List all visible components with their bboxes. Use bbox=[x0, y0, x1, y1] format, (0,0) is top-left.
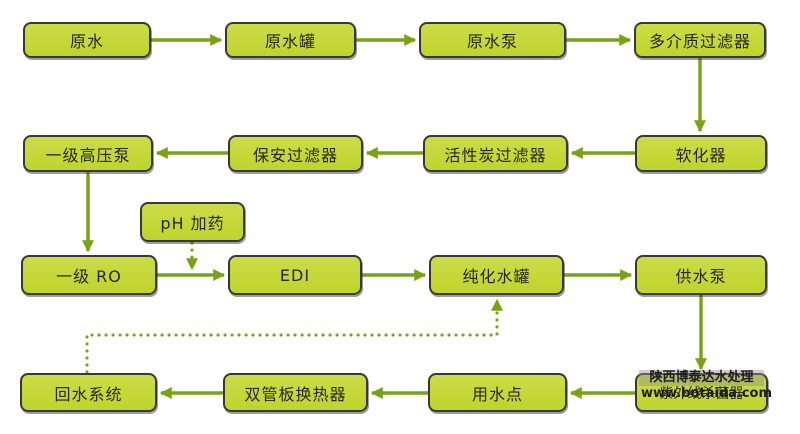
node-ro-stage1: 一级 RO bbox=[21, 255, 157, 295]
node-heat-exchanger: 双管板换热器 bbox=[223, 373, 368, 412]
node-pure-tank: 纯化水罐 bbox=[429, 255, 564, 295]
node-hp-pump: 一级高压泵 bbox=[23, 135, 153, 172]
node-return-system: 回水系统 bbox=[20, 373, 157, 412]
node-mm-filter: 多介质过滤器 bbox=[634, 22, 766, 58]
node-raw-tank: 原水罐 bbox=[225, 22, 356, 58]
node-softener: 软化器 bbox=[635, 135, 767, 172]
node-edi: EDI bbox=[228, 255, 362, 295]
node-raw-pump: 原水泵 bbox=[419, 22, 566, 58]
node-uv-sterilizer: 紫外线杀菌器 bbox=[635, 373, 768, 412]
node-carbon-filter: 活性炭过滤器 bbox=[423, 135, 568, 172]
node-supply-pump: 供水泵 bbox=[635, 255, 767, 295]
node-ph-dosing: pH 加药 bbox=[140, 202, 245, 242]
node-raw-water: 原水 bbox=[23, 22, 151, 58]
node-use-point: 用水点 bbox=[428, 373, 567, 412]
edge-return-to-puretank bbox=[85, 298, 503, 374]
node-security-filter: 保安过滤器 bbox=[228, 135, 363, 172]
